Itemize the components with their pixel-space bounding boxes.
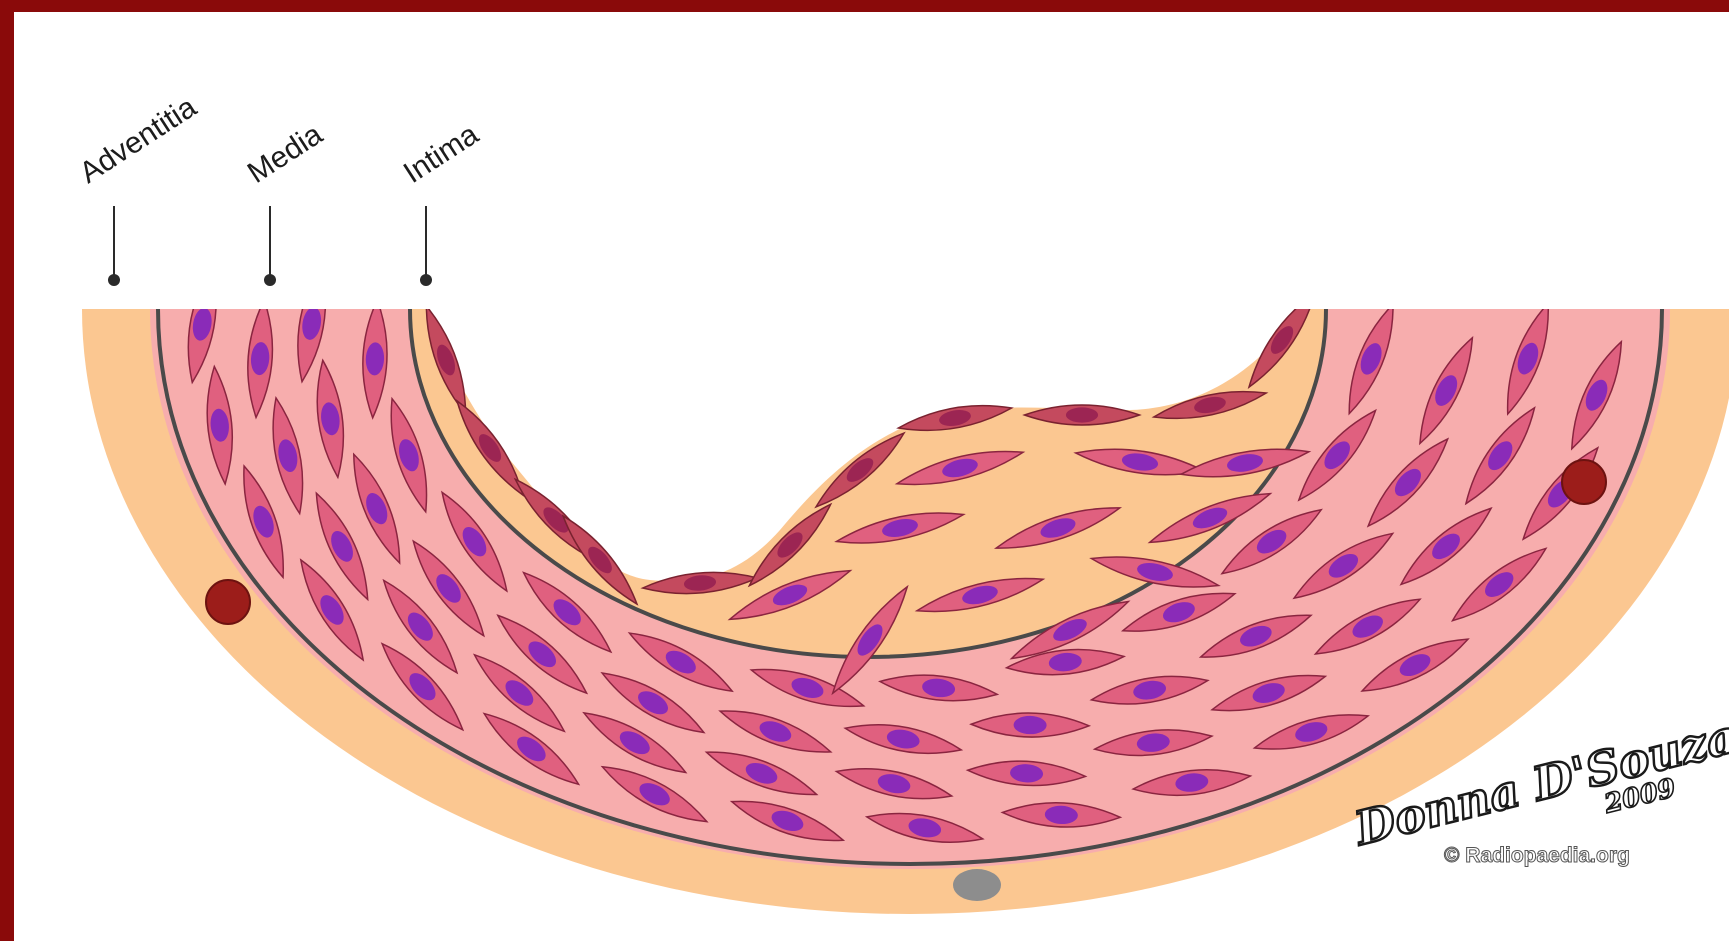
label-media: Media — [242, 118, 329, 286]
pointer-dot — [420, 274, 432, 286]
pointer-dot — [264, 274, 276, 286]
vasa-vasorum-right — [1562, 460, 1606, 504]
label-adventitia-text: Adventitia — [74, 90, 203, 190]
pointer-dot — [108, 274, 120, 286]
gray-dot — [953, 869, 1001, 901]
vasa-vasorum-left — [206, 580, 250, 624]
signature-copyright: © Radiopaedia.org — [1444, 844, 1630, 867]
label-intima: Intima — [398, 118, 485, 286]
label-intima-text: Intima — [398, 118, 485, 190]
label-media-text: Media — [242, 118, 329, 190]
label-adventitia: Adventitia — [74, 90, 203, 286]
